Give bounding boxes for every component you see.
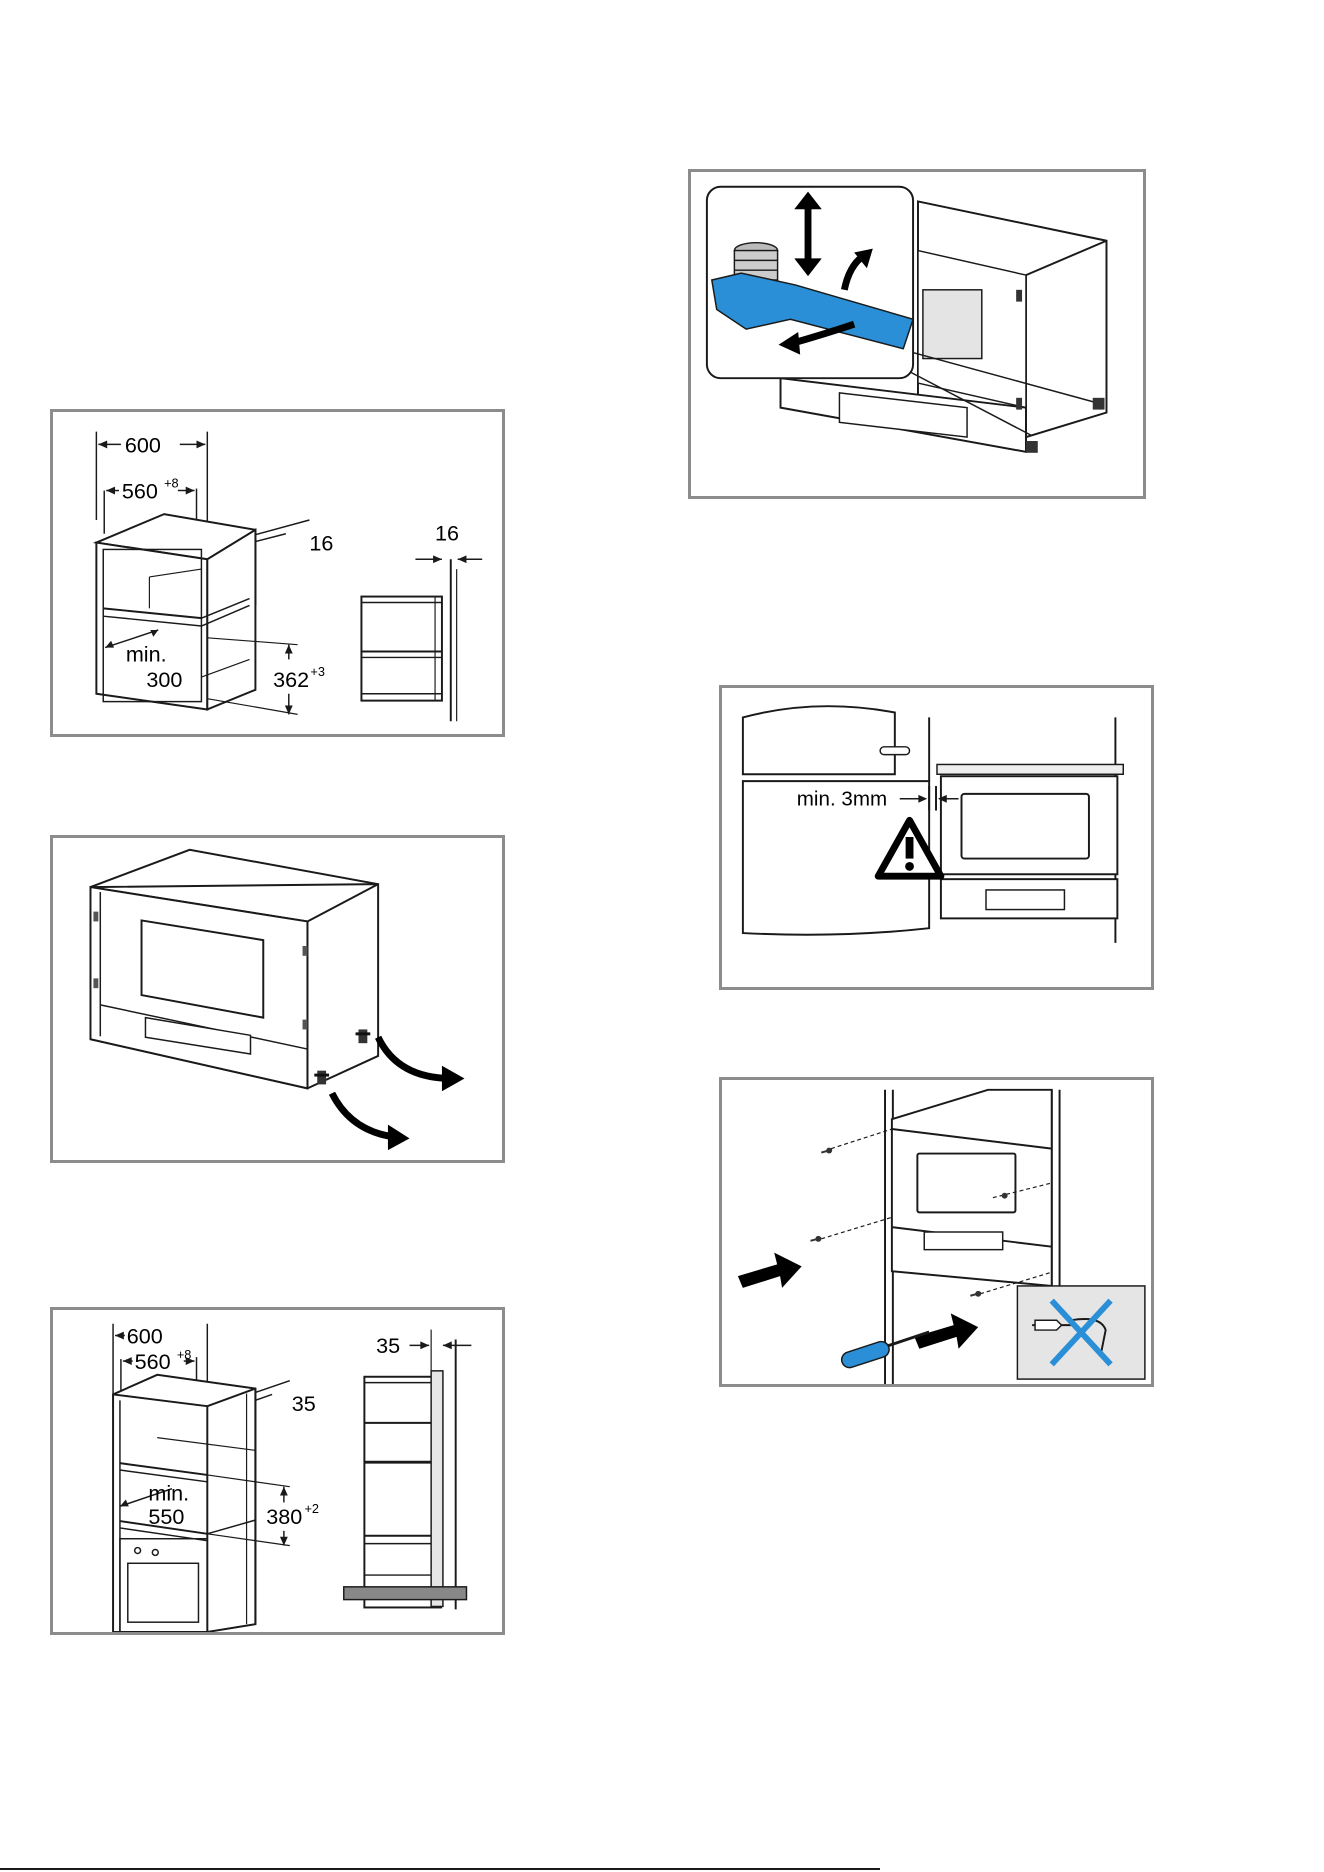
dim3-height: 380 [266,1504,302,1529]
dim3-panel: 35 [292,1391,316,1416]
dim3-side: 35 [376,1333,400,1358]
dim3-height-tol: +2 [304,1501,319,1516]
oven-rotate-diagram [53,838,502,1160]
feet-adjust-diagram [691,172,1143,496]
dim-panel: 16 [309,530,333,555]
push-arrow-icon-2 [914,1313,978,1348]
foot-icon-front [1026,441,1038,453]
dim3-depth-label: min. [148,1480,189,1505]
screw-diagram [722,1080,1151,1384]
dim-height-tol: +3 [310,664,325,679]
figure-niche-dimensions-16: 600 560 +8 16 min. 300 [50,409,505,737]
dim3-depth-value: 550 [148,1504,184,1529]
niche-diagram-16: 600 560 +8 16 min. 300 [53,412,502,734]
dim-width-total: 600 [125,432,161,457]
foot-icon-right [1093,398,1105,410]
dim3-width-inner: 560 [135,1349,171,1374]
footer-rule [0,1868,880,1870]
curved-arrow-icon-1 [378,1037,452,1078]
figure-adjust-feet [688,169,1146,499]
push-arrow-icon-1 [738,1253,802,1288]
figure-remove-feet [50,835,505,1163]
dim-side: 16 [435,521,459,546]
screw-icon-3 [1002,1193,1008,1199]
dim3-width-inner-tol: +8 [177,1347,192,1362]
curved-arrow-icon-2 [332,1093,398,1137]
dim-depth-label: min. [126,641,167,666]
screw-icon-4 [970,1291,981,1297]
dim-width-inner-tol: +8 [164,476,179,491]
dim-height: 362 [273,667,309,692]
figure-niche-dimensions-35: 600 560 +8 35 min. 550 [50,1307,505,1635]
no-drill-icon [1017,1286,1144,1379]
gap-diagram: min. 3mm [722,688,1151,987]
dim3-width-total: 600 [127,1323,163,1348]
dim-width-inner: 560 [122,478,158,503]
dim-depth-value: 300 [146,667,182,692]
screw-icon-1 [821,1148,832,1154]
figure-min-gap: min. 3mm [719,685,1154,990]
niche-diagram-35: 600 560 +8 35 min. 550 [53,1310,502,1632]
screw-icon-2 [810,1236,821,1242]
figure-screw-fastening [719,1077,1154,1387]
gap-label: min. 3mm [797,788,887,811]
